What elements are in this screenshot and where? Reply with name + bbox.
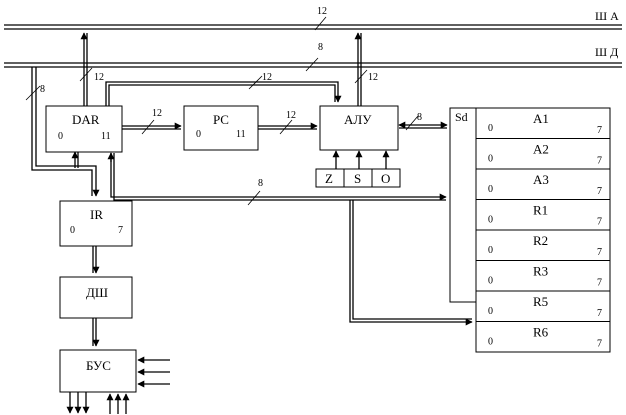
pc-bit-high: 11 [236,129,246,140]
register-bit-low: 0 [488,337,493,348]
register-cell [475,290,611,322]
address-bus-width: 12 [317,6,327,17]
register-cell [475,229,611,261]
address-bus [4,24,622,30]
alu-regs-width: 8 [417,112,422,123]
ir-bit-low: 0 [70,225,75,236]
decoder-block: ДШ [59,276,133,319]
alu-up-width-tick [354,69,368,84]
register-bit-high: 7 [597,156,602,167]
pc-label: PC [213,112,229,127]
dar-block: DAR 0 11 [45,105,123,153]
data-down-width-tick [25,85,41,101]
data-bus-width-tick [305,57,319,72]
address-bus-width-tick [314,16,327,31]
data-bottom-width: 8 [258,178,263,189]
flags-register: Z S O [315,168,401,188]
register-bit-low: 0 [488,306,493,317]
alu-up-width: 12 [368,72,378,83]
flag-z: Z [325,171,333,186]
register-row-a1: A1 0 7 [475,107,611,139]
register-name: A1 [533,111,549,126]
data-bus-to-ir-link-2 [35,67,100,197]
register-row-r6: R6 0 7 [475,321,611,353]
dar-to-registers-link [110,153,447,201]
pc-alu-width: 12 [286,110,296,121]
decoder-label: ДШ [86,285,108,300]
register-row-a2: A2 0 7 [475,138,611,170]
register-name: A2 [533,142,549,157]
bus-to-r6-link-2 [352,200,472,320]
data-bus-width: 8 [318,42,323,53]
dar-bit-low: 0 [58,131,63,142]
ir-label: IR [90,207,103,222]
register-bit-low: 0 [488,184,493,195]
register-name: R3 [533,264,548,279]
control-label: БУС [86,358,111,373]
dar-to-alu-link-2 [108,84,336,106]
data-bottom-width-tick [247,190,261,206]
flag-s: S [354,171,361,186]
dar-up-width: 12 [94,72,104,83]
pc-bit-low: 0 [196,129,201,140]
register-cell [475,107,611,139]
register-cell [475,168,611,200]
alu-regs-width-tick [405,115,419,131]
dar-pc-width: 12 [152,108,162,119]
data-bus-to-ir-link [31,67,93,196]
dar-label: DAR [72,112,100,127]
top-alu-width: 12 [262,72,272,83]
alu-label: АЛУ [344,112,372,127]
register-bit-low: 0 [488,215,493,226]
register-name: A3 [533,172,549,187]
ir-bit-high: 7 [118,225,123,236]
dar-up-width-tick [79,67,93,82]
register-bit-high: 7 [597,308,602,319]
ir-block: IR 0 7 [59,200,133,247]
alu-block: АЛУ [319,105,399,151]
register-bit-high: 7 [597,339,602,350]
register-cell [475,321,611,353]
register-name: R1 [533,203,548,218]
bus-to-r6-link [349,200,473,326]
register-bit-high: 7 [597,278,602,289]
register-bit-low: 0 [488,245,493,256]
dar-pc-width-tick [141,119,155,135]
register-name: R2 [533,233,548,248]
flag-o: O [381,171,390,186]
register-select-label: Sd [455,110,468,124]
register-cell [475,260,611,292]
dar-to-alu-link [105,81,342,106]
register-bit-high: 7 [597,125,602,136]
register-bit-low: 0 [488,276,493,287]
register-name: R6 [533,325,549,340]
dar-to-registers-link-2 [113,153,446,201]
register-bit-low: 0 [488,123,493,134]
data-bus-label: Ш Д [595,45,618,59]
register-row-r3: R3 0 7 [475,260,611,292]
top-alu-width-tick [248,75,263,90]
register-row-a3: A3 0 7 [475,168,611,200]
register-row-r5: R5 0 7 [475,290,611,322]
register-row-r1: R1 0 7 [475,199,611,231]
register-cell [475,138,611,170]
register-bit-high: 7 [597,247,602,258]
dar-bit-high: 11 [101,131,111,142]
register-bit-high: 7 [597,217,602,228]
register-bit-low: 0 [488,154,493,165]
data-down-width: 8 [40,84,45,95]
address-bus-label: Ш А [595,9,619,23]
control-unit-block: БУС [59,349,137,393]
register-row-r2: R2 0 7 [475,229,611,261]
pc-alu-width-tick [279,119,293,135]
pc-block: PC 0 11 [183,105,259,151]
register-bit-high: 7 [597,186,602,197]
register-cell [475,199,611,231]
register-name: R5 [533,294,548,309]
